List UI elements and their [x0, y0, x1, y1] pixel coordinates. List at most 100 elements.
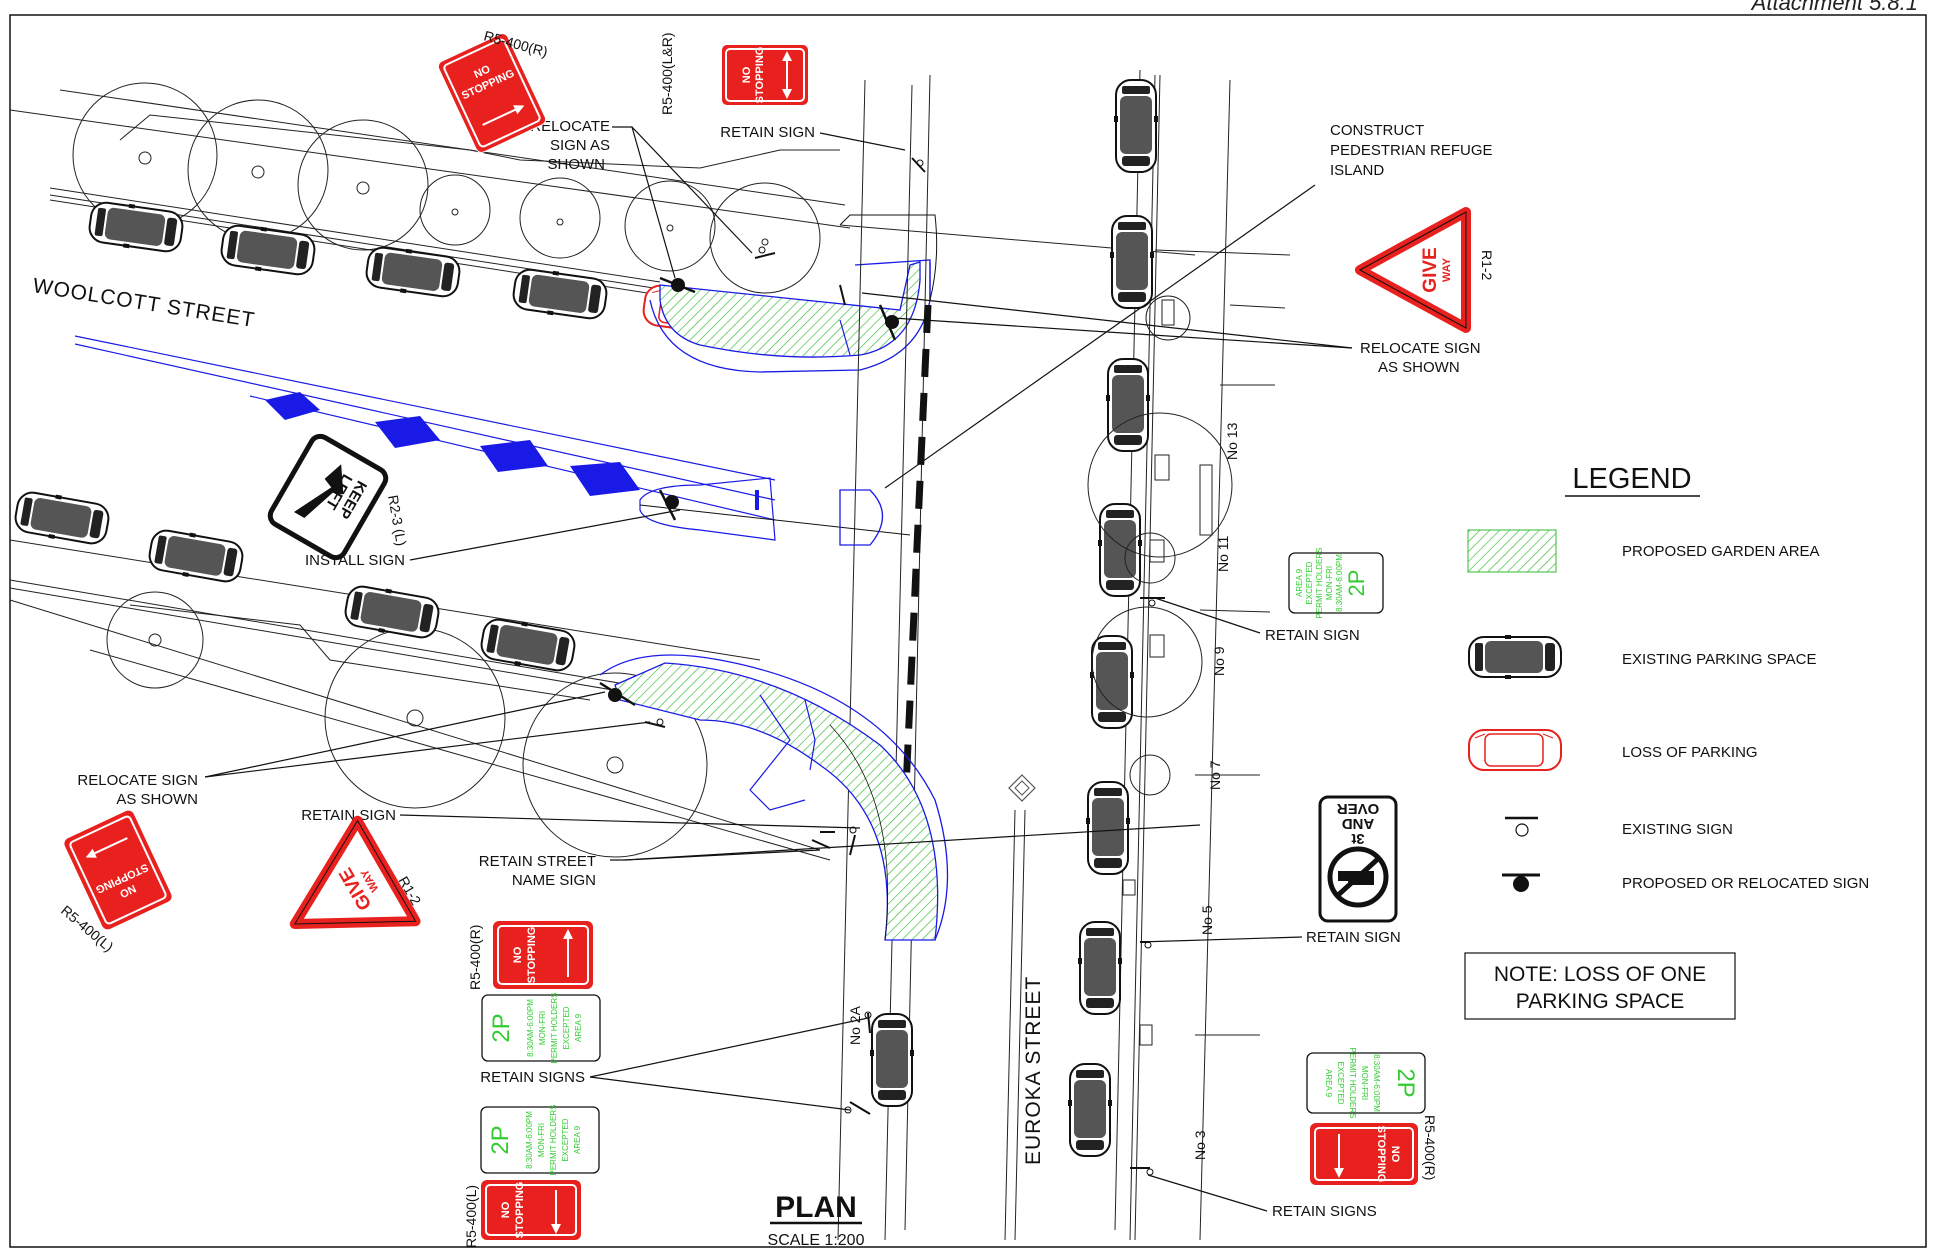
svg-text:AND: AND — [1342, 815, 1375, 832]
parked-car — [510, 264, 610, 324]
parking-2p-sign: 2P 8:30AM-6:00PM MON-FRI PERMIT HOLDERS … — [480, 1105, 600, 1175]
parked-car — [1113, 79, 1159, 173]
no-stopping-sign: NO STOPPING — [64, 810, 172, 930]
svg-text:8:30AM-6:00PM: 8:30AM-6:00PM — [525, 1111, 534, 1169]
svg-text:NOTE: LOSS OF ONE: NOTE: LOSS OF ONE — [1494, 963, 1706, 986]
install-sign-label: INSTALL SIGN — [305, 552, 405, 569]
svg-text:STOPPING: STOPPING — [514, 1182, 526, 1239]
svg-text:2P: 2P — [1392, 1068, 1419, 1097]
legend-item: PROPOSED GARDEN AREA — [1622, 543, 1820, 560]
house-number: No 13 — [1224, 422, 1240, 460]
parking-2p-sign: 2P 8:30AM-6:00PM MON-FRI PERMIT HOLDERS … — [481, 993, 601, 1064]
svg-text:MON-FRI: MON-FRI — [537, 1123, 546, 1157]
svg-text:AREA 9: AREA 9 — [573, 1125, 582, 1154]
plan-scale: SCALE 1:200 — [768, 1232, 865, 1249]
no-stopping-sign: NO STOPPING — [437, 33, 547, 153]
sign-code: R5-400(R) — [467, 925, 483, 990]
relocate-top-label: SIGN AS — [550, 137, 610, 154]
no-stopping-sign: NO STOPPING — [493, 921, 593, 989]
sign-code: R5-400(L&R) — [659, 33, 675, 115]
svg-text:STOPPING: STOPPING — [754, 47, 766, 104]
relocate-as-shown-south-label: RELOCATE SIGN — [77, 772, 198, 789]
parked-car — [477, 614, 579, 676]
construct-refuge-label: PEDESTRIAN REFUGE — [1330, 142, 1493, 159]
svg-text:STOPPING: STOPPING — [526, 927, 538, 984]
retain-signs-east-label: RETAIN SIGNS — [1272, 1203, 1377, 1220]
parked-car — [86, 197, 186, 257]
relocate-as-shown-label: AS SHOWN — [1378, 359, 1460, 376]
give-way-sign: GIVE WAY — [289, 815, 421, 929]
svg-text:2P: 2P — [1344, 570, 1369, 597]
parked-car — [341, 581, 443, 643]
svg-text:AREA 9: AREA 9 — [574, 1013, 583, 1042]
retain-signs-label: RETAIN SIGNS — [480, 1069, 585, 1086]
svg-text:PERMIT HOLDERS: PERMIT HOLDERS — [550, 993, 559, 1064]
retain-street-name-label: RETAIN STREET — [479, 853, 596, 870]
no-trucks-sign: 3t AND OVER — [1318, 795, 1398, 923]
sign-code: R5-400(R) — [1422, 1115, 1438, 1180]
svg-text:EXCEPTED: EXCEPTED — [1336, 1061, 1345, 1104]
house-number: No 2A — [847, 1005, 863, 1045]
sign-posts — [599, 157, 1165, 1176]
house-number: No 5 — [1199, 905, 1215, 935]
svg-text:AREA 9: AREA 9 — [1324, 1069, 1333, 1098]
parked-car — [1109, 215, 1155, 309]
no-stopping-sign: NO STOPPING — [1310, 1123, 1418, 1185]
svg-text:NO: NO — [741, 66, 753, 83]
parked-car — [1097, 503, 1143, 597]
give-way-sign: GIVE WAY — [1355, 207, 1471, 333]
relocate-as-shown-south-label: AS SHOWN — [116, 791, 198, 808]
legend: LEGEND PROPOSED GARDEN AREA EXISTING PAR… — [1467, 463, 1869, 892]
house-number: No 11 — [1215, 535, 1231, 572]
keep-left-sign: KEEP LEFT — [267, 433, 389, 561]
title-block: PLAN SCALE 1:200 — [768, 1191, 865, 1249]
svg-text:2P: 2P — [488, 1013, 515, 1042]
svg-text:AREA 9: AREA 9 — [1295, 568, 1304, 597]
sign-code: R2-3 (L) — [385, 494, 410, 547]
retain-sign-east-label: RETAIN SIGN — [1265, 627, 1360, 644]
median-line-marking — [74, 335, 911, 541]
parked-car — [218, 220, 318, 280]
retain-sign-label: RETAIN SIGN — [720, 124, 815, 141]
parked-car — [11, 487, 113, 549]
no-stopping-sign: NO STOPPING — [481, 1180, 581, 1240]
retain-sign-south-label: RETAIN SIGN — [301, 807, 396, 824]
house-number: No 7 — [1207, 760, 1223, 790]
svg-text:8:30AM-6:00PM: 8:30AM-6:00PM — [1335, 554, 1344, 612]
parked-car — [869, 1013, 915, 1107]
no-stopping-sign: NO STOPPING — [722, 45, 808, 105]
legend-garden-swatch — [1467, 529, 1557, 573]
svg-text:PARKING SPACE: PARKING SPACE — [1516, 990, 1684, 1013]
legend-item: PROPOSED OR RELOCATED SIGN — [1622, 875, 1869, 892]
svg-text:8:30AM-6:00PM: 8:30AM-6:00PM — [1372, 1054, 1381, 1112]
house-number: No 9 — [1211, 646, 1227, 676]
svg-text:NO: NO — [1389, 1146, 1401, 1163]
construct-refuge-label: ISLAND — [1330, 162, 1384, 179]
relocate-as-shown-label: RELOCATE SIGN — [1360, 340, 1481, 357]
svg-text:EXCEPTED: EXCEPTED — [1305, 561, 1314, 604]
house-number: No 3 — [1192, 1130, 1208, 1160]
parked-car — [363, 242, 463, 302]
relocate-top-label: RELOCATE — [530, 118, 610, 135]
note-box: NOTE: LOSS OF ONE PARKING SPACE — [1464, 952, 1736, 1020]
woolcott-street-label: WOOLCOTT STREET — [31, 274, 256, 332]
attachment-label: Attachment 5.8.1 — [1750, 0, 1918, 15]
legend-title: LEGEND — [1572, 463, 1691, 495]
svg-text:OVER: OVER — [1337, 800, 1380, 817]
relocate-top-label: SHOWN — [548, 156, 606, 173]
leader-lines — [204, 126, 1353, 1212]
parked-car — [1089, 635, 1135, 729]
svg-text:8:30AM-6:00PM: 8:30AM-6:00PM — [526, 999, 535, 1057]
svg-text:PERMIT HOLDERS: PERMIT HOLDERS — [1348, 1048, 1357, 1119]
svg-text:3t: 3t — [1351, 830, 1364, 847]
sign-code: R1-2 — [1479, 250, 1495, 281]
parking-2p-sign: 2P 8:30AM-6:00PM MON-FRI PERMIT HOLDERS … — [1288, 548, 1384, 619]
drawing-frame — [9, 14, 1927, 1248]
svg-text:NO: NO — [500, 1201, 512, 1218]
plan-title: PLAN — [775, 1191, 857, 1224]
east-verge-features — [1087, 295, 1233, 1046]
svg-text:WAY: WAY — [1441, 257, 1453, 282]
svg-text:MON-FRI: MON-FRI — [1325, 566, 1334, 600]
svg-text:PERMIT HOLDERS: PERMIT HOLDERS — [1315, 548, 1324, 619]
